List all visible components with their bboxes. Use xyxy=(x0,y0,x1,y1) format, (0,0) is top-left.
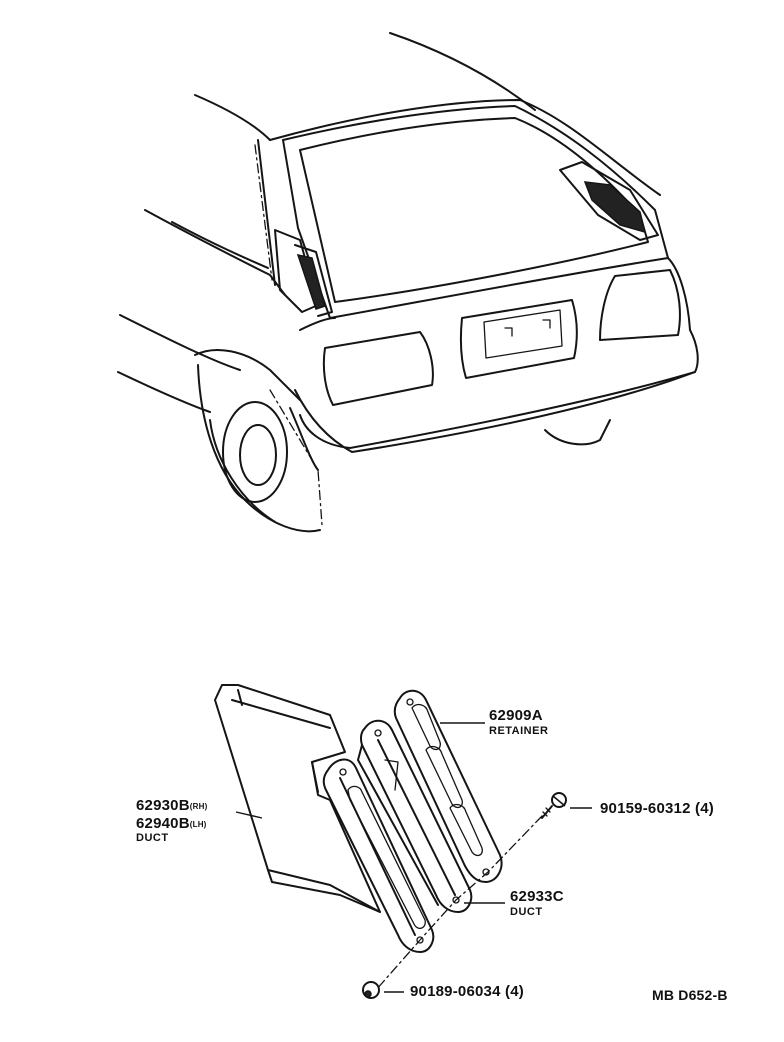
duct-c-part-name: DUCT xyxy=(510,906,543,918)
nut-label: 90189-06034 (4) xyxy=(410,983,524,1000)
duct-c-part-number: 62933C xyxy=(510,888,564,905)
nut-part-number: 90189-06034 xyxy=(410,983,501,1000)
duct-rh-label: 62930B(RH) xyxy=(136,797,207,814)
duct-rh-side: (RH) xyxy=(189,802,208,811)
retainer-part-number: 62909A xyxy=(489,707,543,724)
screw-90159-60312-shape xyxy=(541,792,567,819)
retainer-62909a-shape xyxy=(393,689,503,883)
screw-qty: (4) xyxy=(695,800,714,817)
car-rear-illustration xyxy=(117,32,699,533)
nut-qty: (4) xyxy=(505,983,524,1000)
duct-62933c-gasket xyxy=(322,758,435,953)
duct-62930b-shape xyxy=(214,684,381,913)
retainer-part-name: RETAINER xyxy=(489,725,549,737)
nut-90189-06034-shape xyxy=(362,981,380,999)
fastener-guide-lines xyxy=(375,815,543,991)
duct-lh-part-number: 62940B xyxy=(136,815,190,832)
duct-lh-label: 62940B(LH) xyxy=(136,815,207,832)
screw-label: 90159-60312 (4) xyxy=(600,800,714,817)
leader-lines xyxy=(235,722,592,993)
duct-lh-side: (LH) xyxy=(189,820,207,829)
duct-left-part-name: DUCT xyxy=(136,832,169,844)
diagram-code: MB D652-B xyxy=(652,987,728,1003)
duct-rh-part-number: 62930B xyxy=(136,797,190,814)
screw-part-number: 90159-60312 xyxy=(600,800,691,817)
duct-spacer-shape xyxy=(357,719,473,913)
